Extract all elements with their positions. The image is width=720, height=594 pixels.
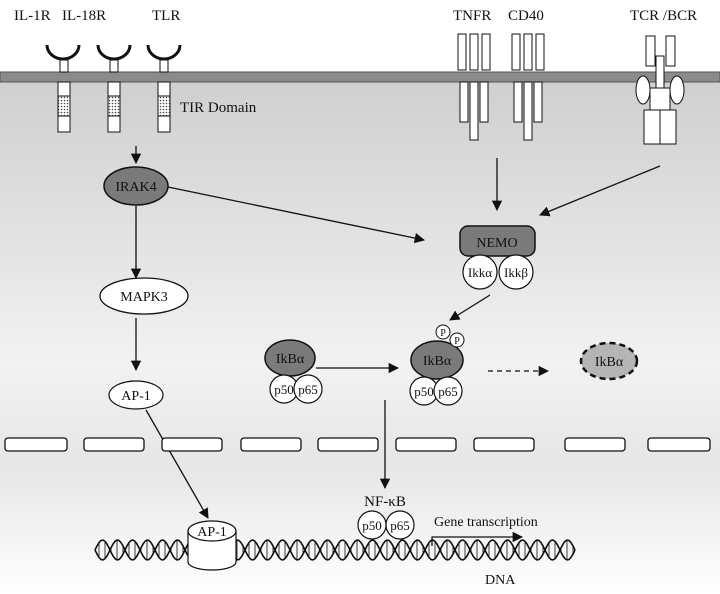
nfkb-label: NF-κB	[364, 494, 406, 510]
phospho-ikba-complex: IkBα P P p50 p65	[409, 324, 465, 406]
degraded-ikba-label: IkBα	[595, 355, 624, 370]
ap1-dna-bound: AP-1	[187, 520, 237, 571]
irak4-node: IRAK4	[103, 166, 169, 206]
phospho-label-1: P	[440, 328, 446, 339]
phospho-marker-1	[435, 324, 451, 340]
cell-membrane	[0, 71, 720, 83]
mapk3-label: MAPK3	[120, 290, 167, 305]
mapk3-node: MAPK3	[99, 277, 189, 315]
ikkb-label: Ikkβ	[504, 265, 528, 280]
ap1-dna-label: AP-1	[197, 525, 227, 540]
nemo-complex: NEMO Ikkα Ikkβ	[459, 225, 536, 290]
ikka-subunit	[462, 254, 498, 290]
degraded-ikba: IkBα	[579, 341, 639, 381]
nfkb-p65-label: p65	[390, 518, 410, 533]
phospho-label-2: P	[454, 336, 460, 347]
tnfr-receptor	[457, 33, 491, 141]
tcr-bcr-label: TCR /BCR	[630, 8, 697, 24]
irak4-label: IRAK4	[115, 180, 156, 195]
arrow-tcr-to-nemo	[539, 165, 661, 217]
il1r-receptor	[45, 44, 81, 133]
cytoplasm	[0, 80, 720, 594]
tlr-receptor	[146, 44, 182, 133]
arrow-ikk-to-ikba	[449, 294, 491, 321]
tir-domain-label: TIR Domain	[180, 100, 257, 116]
phospho-p65-label: p65	[438, 384, 458, 399]
dna-label: DNA	[485, 573, 516, 588]
gene-transcription-label: Gene transcription	[434, 515, 538, 530]
ap1-node: AP-1	[108, 380, 164, 410]
p65-label: p65	[298, 382, 318, 397]
nuclear-envelope	[4, 437, 711, 452]
tnfr-label: TNFR	[453, 8, 491, 24]
il18r-receptor	[96, 44, 132, 133]
arrow-ap1-to-dna	[145, 409, 209, 519]
cd40-label: CD40	[508, 8, 544, 24]
nfkb-dna-bound: NF-κB p50 p65	[357, 494, 415, 540]
tlr-label: TLR	[152, 8, 180, 24]
il18r-label: IL-18R	[62, 8, 106, 24]
p50-label: p50	[274, 382, 294, 397]
arrow-irak4-to-nemo	[167, 186, 426, 244]
ikkb-subunit	[498, 254, 534, 290]
phospho-marker-2	[449, 332, 465, 348]
nemo-box	[459, 225, 536, 257]
nfkb-p50-label: p50	[362, 518, 382, 533]
phospho-ikba-label: IkBα	[423, 354, 452, 369]
nemo-label: NEMO	[476, 236, 517, 251]
cd40-receptor	[511, 33, 545, 141]
ap1-label: AP-1	[121, 389, 151, 404]
tcr-bcr-receptor	[635, 35, 685, 145]
phospho-p50-label: p50	[414, 384, 434, 399]
transcription-arrow	[431, 531, 524, 546]
il1r-label: IL-1R	[14, 8, 51, 24]
ikba-p50-p65-complex: IkBα p50 p65	[264, 339, 323, 404]
dna-helix	[94, 539, 576, 561]
ikka-label: Ikkα	[468, 265, 492, 280]
ikba-label: IkBα	[276, 352, 305, 367]
